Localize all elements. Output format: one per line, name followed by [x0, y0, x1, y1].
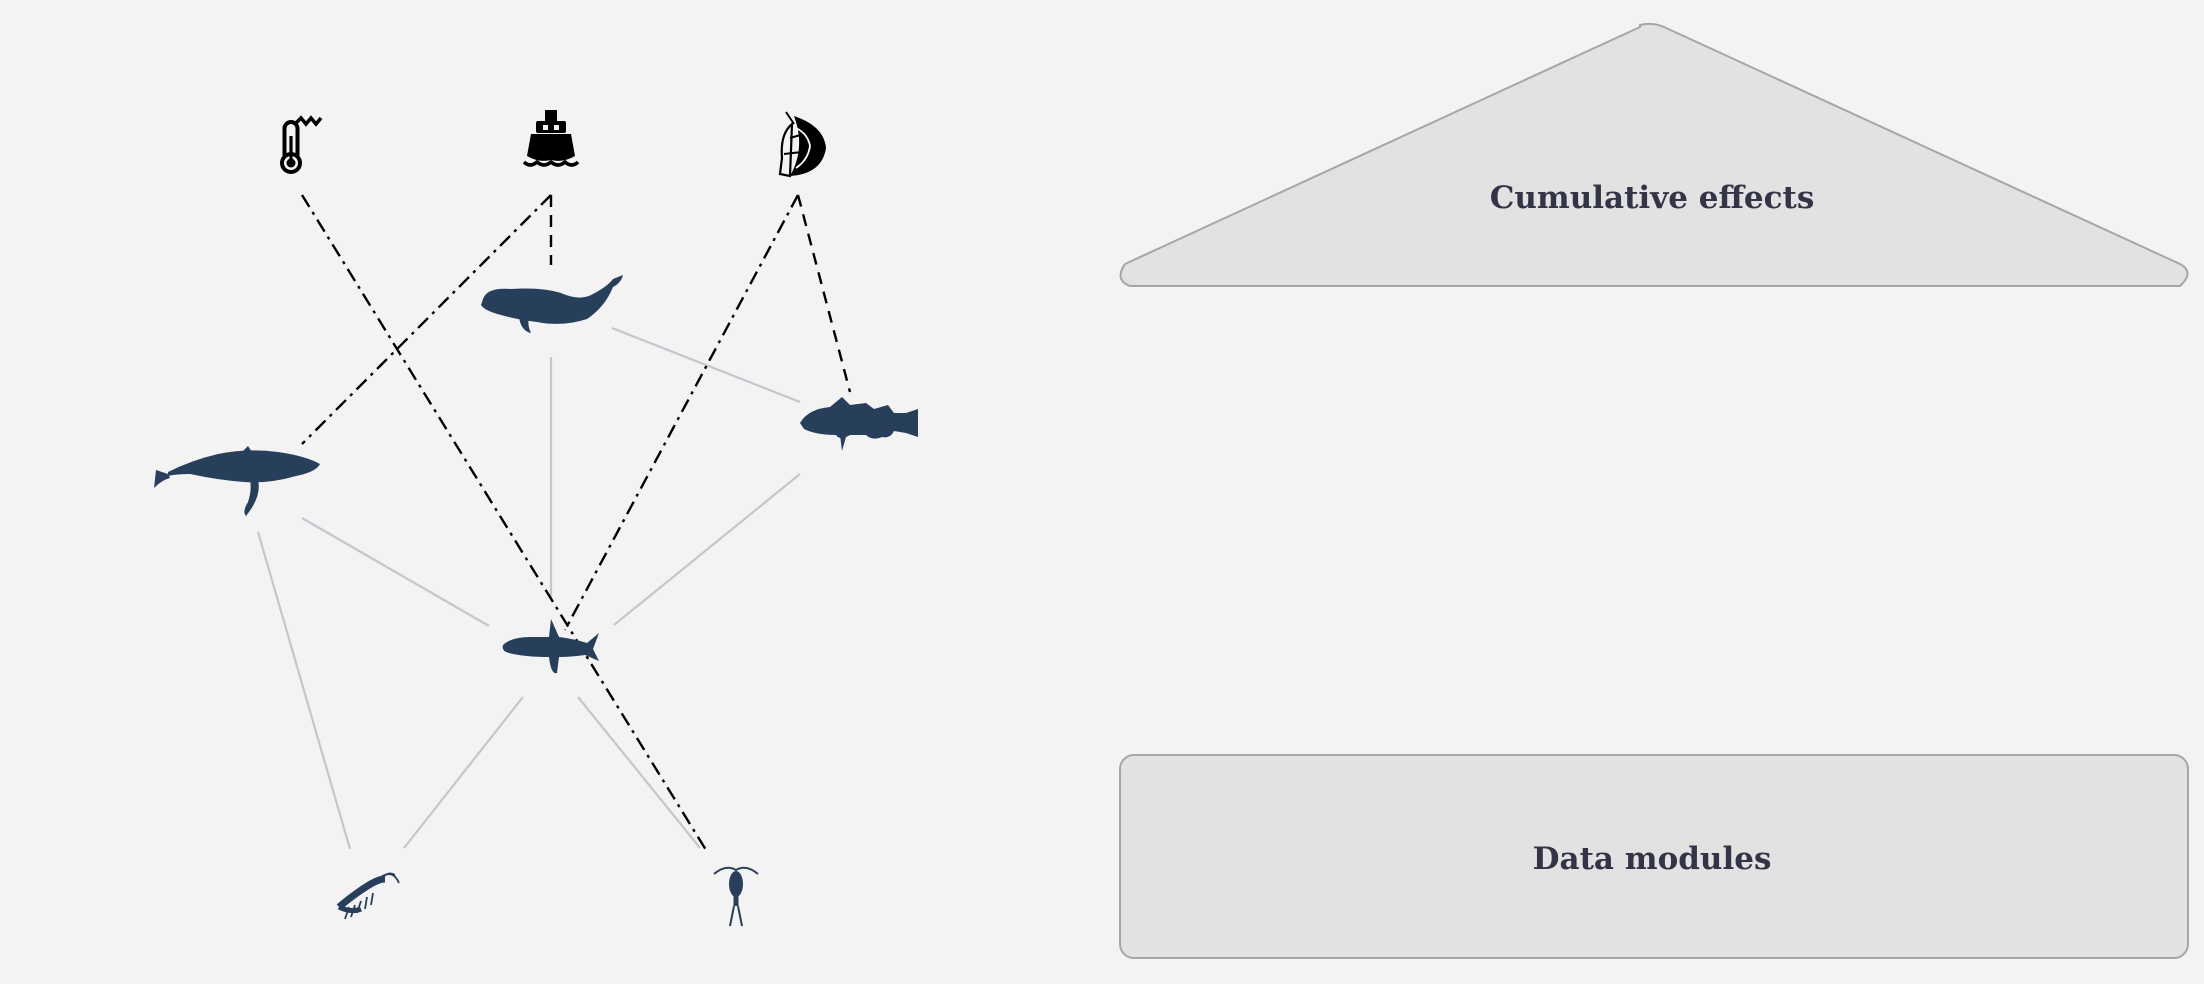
- food-web-link-cod-capelin: [613, 473, 801, 626]
- food-web-link-capelin-copepod: [577, 696, 701, 849]
- copepod-icon: [713, 866, 759, 927]
- thermometer-icon: [280, 115, 323, 174]
- right-whale-icon: [481, 275, 623, 333]
- cumulative-effects-triangle: [1119, 22, 2189, 287]
- cumulative-effects-panel: Cumulative effects: [1119, 22, 2189, 287]
- fishing-net-icon: [778, 111, 826, 178]
- data-modules-panel: Data modules: [1119, 754, 2189, 959]
- food-web-links: [256, 326, 801, 850]
- cumulative-effects-label: Cumulative effects: [1490, 180, 1815, 216]
- food-web-link-capelin-krill: [403, 696, 524, 849]
- food-web-link-right-whale-cod: [611, 326, 801, 404]
- stressor-link-fishing-capelin: [563, 194, 800, 631]
- data-modules-box: [1119, 754, 2189, 959]
- food-web-link-humpback-krill: [256, 531, 352, 850]
- humpback-whale-icon: [154, 446, 320, 516]
- ship-icon: [522, 110, 580, 167]
- forage-fish-icon: [502, 619, 599, 674]
- food-web-link-humpback-capelin: [301, 517, 490, 627]
- krill-icon: [336, 872, 400, 920]
- stressor-link-fishing-cod: [796, 194, 852, 393]
- cod-icon: [800, 397, 918, 451]
- data-modules-label: Data modules: [1533, 841, 1772, 877]
- stressor-link-shipping-humpback: [301, 194, 552, 445]
- stressor-links: [300, 194, 852, 851]
- stressor-link-temperature-copepod: [300, 194, 708, 851]
